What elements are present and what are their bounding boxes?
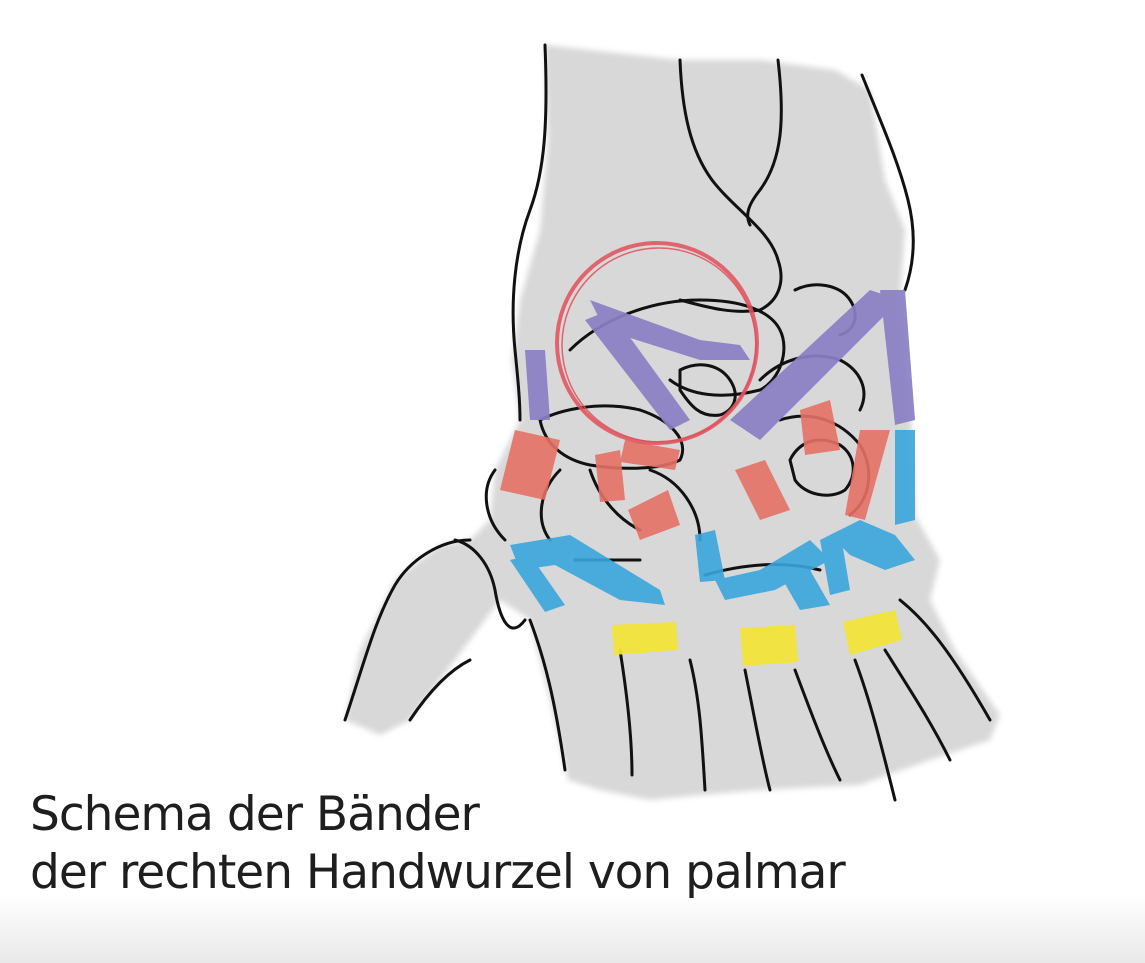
- figure-caption: Schema der Bänder der rechten Handwurzel…: [30, 786, 846, 902]
- ulna-outline: [860, 73, 915, 292]
- radius-outline: [511, 43, 548, 422]
- ligaments-blue: [510, 430, 915, 612]
- highlight-circle: [555, 241, 759, 445]
- caption-line-1: Schema der Bänder: [30, 787, 480, 842]
- ligaments-yellow: [612, 610, 902, 666]
- ulna-inner-outline: [746, 58, 783, 227]
- bone-outlines: [343, 43, 992, 802]
- caption-line-2: der rechten Handwurzel von palmar: [30, 845, 846, 900]
- ligaments-purple: [525, 290, 915, 440]
- bottom-shading: [0, 895, 1145, 963]
- ligaments-red: [500, 400, 890, 540]
- radius-styloid-outline: [678, 58, 783, 313]
